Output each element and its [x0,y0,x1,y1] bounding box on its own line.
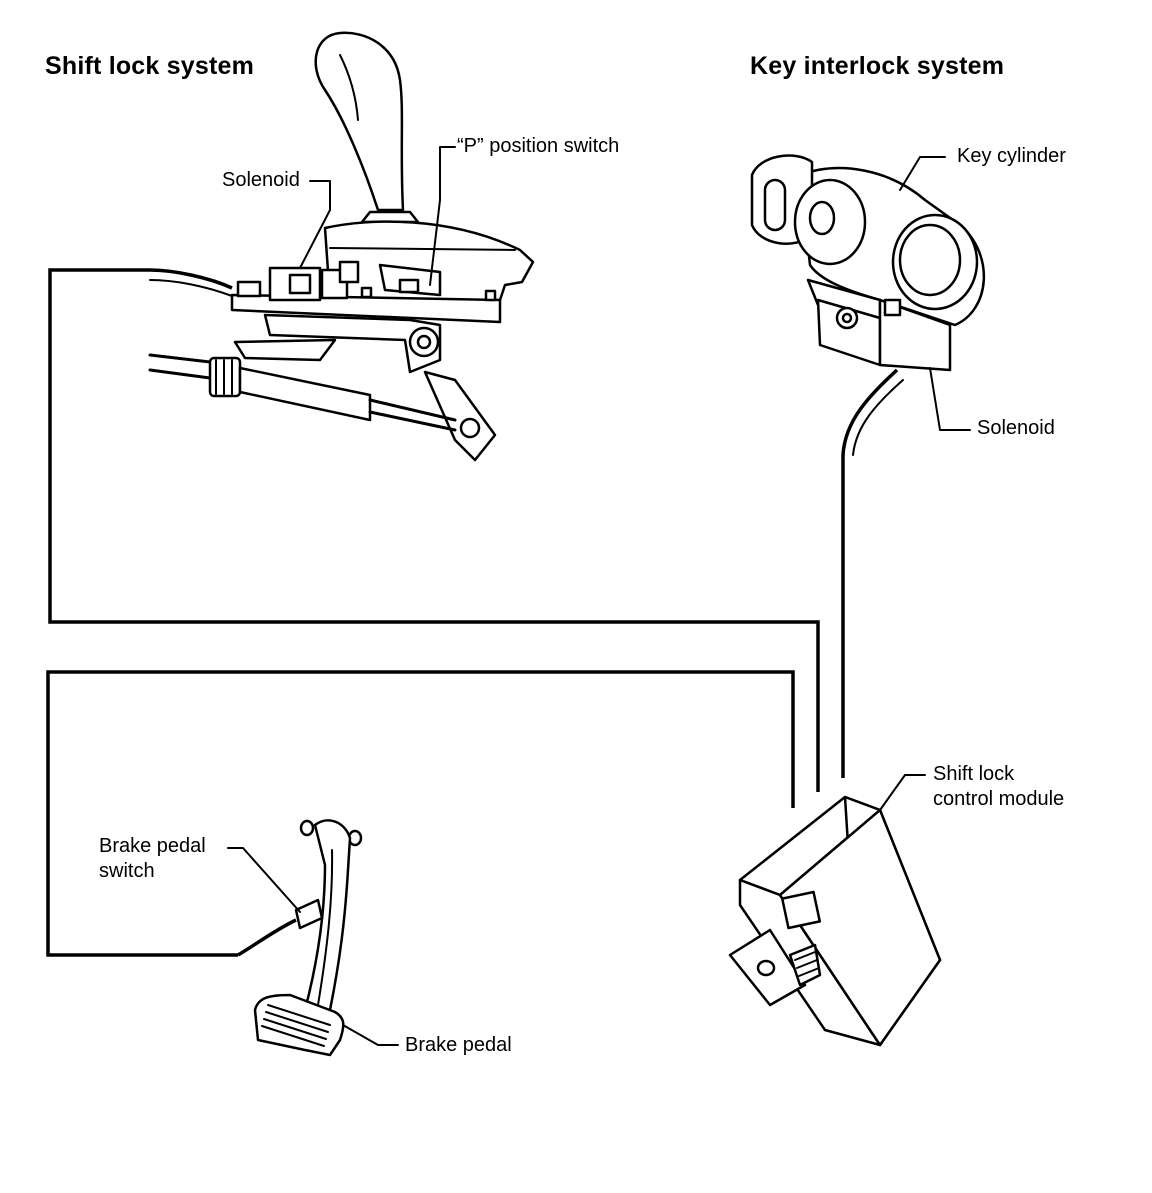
module-connector-pins [794,951,820,977]
leader-lines [227,146,971,1046]
leader-brake-switch [227,847,301,913]
harness-clip [236,280,262,298]
label-shift-lock-control-module: Shift lock control module [933,762,1064,812]
indicator-housing [323,220,535,302]
label-p-position-switch: “P” position switch [457,135,620,157]
p-switch-contact [398,278,420,294]
leader-solenoid-shift [299,180,331,269]
housing-screw [484,289,497,302]
shifter-wire-outer [48,268,820,792]
brake-pedal-assembly [237,819,363,1057]
shifter-wire-inner [149,279,233,297]
key-solenoid-connector [878,298,952,372]
shifter-assembly [148,31,535,462]
pedal-pivot-left [299,819,315,837]
brake-switch-body [294,898,324,930]
label-module-line2: control module [933,788,1065,810]
shifter-solenoid-core [288,273,312,295]
label-brake-switch-line1: Brake pedal [99,835,206,857]
brake-wire [46,670,795,957]
grommet-ribs [215,359,233,395]
wiring-harness [46,268,904,957]
pedal-arm-edge [317,849,334,1006]
label-brake-switch-line2: switch [99,860,155,882]
leader-key-cylinder [899,156,946,191]
pedal-pad-grip [261,1004,331,1047]
module-label-window [780,890,822,930]
brake-switch-wire [237,918,297,957]
key-solenoid-wire [841,368,899,778]
leader-solenoid-key [929,367,971,431]
key-slot [808,200,836,236]
label-module-line1: Shift lock [933,763,1015,785]
key-cylinder-barrel-inner [898,223,962,297]
leader-brake-pedal [342,1024,399,1046]
key-solenoid-tab [883,298,902,317]
key-solenoid-bolt-center [841,312,853,324]
shifter-base-plate [230,293,502,324]
housing-edge [329,247,516,251]
shift-cable-sheath [148,353,212,380]
cable-rod [368,398,457,432]
label-brake-pedal-switch: Brake pedal switch [99,834,206,884]
pivot-inner [416,334,432,350]
cable-bracket [233,338,337,362]
key-bow-slot [763,178,787,232]
label-solenoid-key: Solenoid [977,417,1055,439]
cable-end-housing [238,366,372,422]
shift-lock-system-title: Shift lock system [45,52,255,80]
leader-p-switch [429,146,456,286]
solenoid-connector [338,260,360,284]
key-interlock-system-title: Key interlock system [750,52,1005,80]
label-key-cylinder: Key cylinder [957,145,1066,167]
gear-lever [314,31,405,212]
housing-tab [360,286,373,299]
module-main-face [778,808,942,1047]
lever-highlight [339,54,359,121]
label-solenoid-shift: Solenoid [222,169,300,191]
key-cylinder-assembly [750,154,985,372]
leader-control-module [879,774,926,811]
brake-pedal-pad [253,993,345,1057]
module-mount-hole [756,959,776,977]
label-brake-pedal: Brake pedal [405,1034,512,1056]
shifter-lower-bracket [263,313,442,374]
key-solenoid-wire-inner [852,379,904,456]
shift-arm-hole [459,417,481,439]
control-module [728,795,942,1047]
